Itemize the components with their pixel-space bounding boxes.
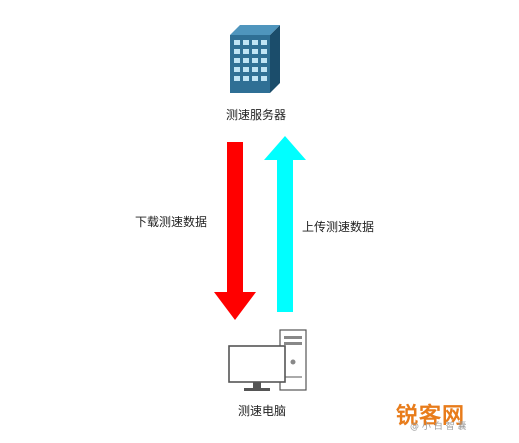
download-label: 下载测速数据: [135, 215, 208, 229]
download-arrow-shape: [214, 142, 256, 320]
upload-arrow: [264, 136, 306, 312]
server-tower-icon: [230, 25, 280, 93]
watermark-brand: 锐客网: [396, 404, 466, 429]
desktop-computer-icon: [228, 329, 307, 391]
watermark: 锐客网: [393, 398, 505, 434]
upload-arrow-shape: [264, 136, 306, 312]
watermark-small-text: @ 小 白 智 囊: [410, 422, 467, 432]
download-arrow: [214, 142, 256, 320]
pc-label: 测速电脑: [237, 404, 286, 418]
server-label: 测速服务器: [225, 108, 286, 122]
upload-label: 上传测速数据: [302, 220, 375, 234]
